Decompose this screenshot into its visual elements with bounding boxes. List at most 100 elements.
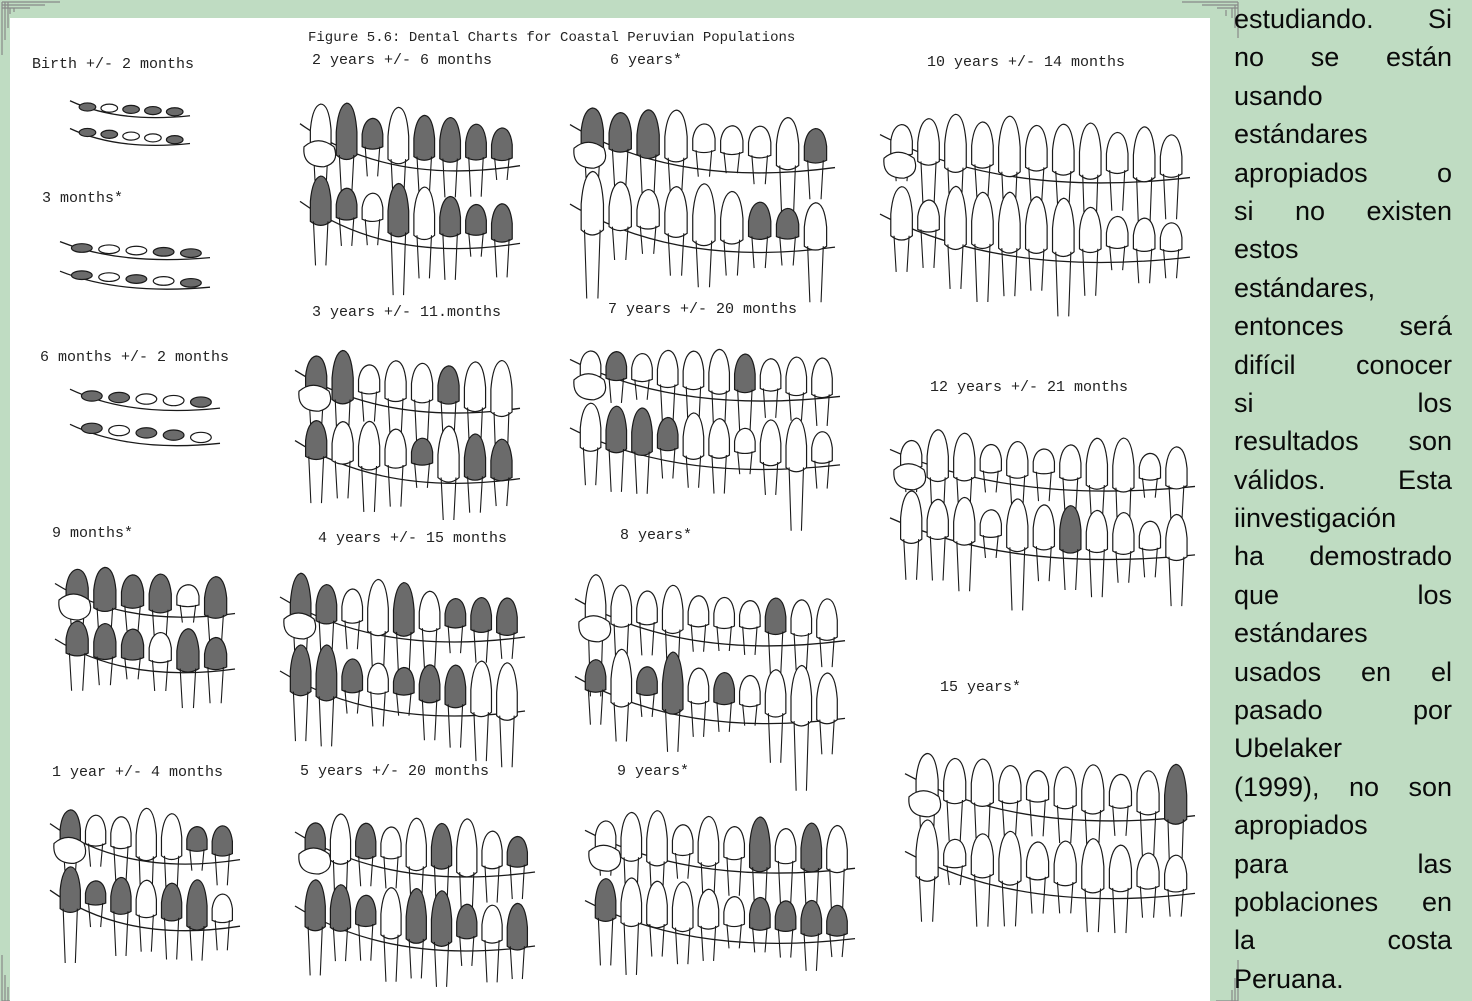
- developing-molar: [574, 142, 606, 168]
- tooth-crown: [698, 816, 719, 866]
- tooth-root: [1085, 888, 1100, 932]
- tooth-crown: [637, 667, 658, 696]
- developing-molar: [299, 385, 331, 411]
- tooth-crown: [356, 823, 376, 859]
- tooth-crown: [827, 905, 848, 936]
- tooth-crown: [507, 903, 527, 950]
- tooth-root: [448, 626, 462, 654]
- tooth-crown: [791, 666, 812, 726]
- tooth-root: [474, 712, 488, 761]
- tooth-root: [609, 449, 623, 492]
- tooth-root: [727, 924, 741, 948]
- tooth: [153, 277, 174, 286]
- tooth-root: [701, 926, 715, 961]
- tooth-crown: [980, 444, 1001, 472]
- tooth-crown: [149, 574, 171, 613]
- tooth-crown: [775, 829, 796, 864]
- tooth-crown: [944, 839, 966, 867]
- tooth-root: [1063, 549, 1078, 590]
- tooth-crown: [827, 826, 848, 873]
- tooth-crown: [812, 432, 833, 464]
- tooth-crown: [791, 600, 812, 636]
- tooth-crown: [406, 818, 426, 870]
- tooth-root: [1030, 799, 1045, 836]
- tooth-root: [820, 637, 834, 667]
- dental-chart: [70, 101, 190, 146]
- tooth: [126, 275, 147, 284]
- tooth-crown: [471, 661, 492, 717]
- tooth-crown: [445, 599, 466, 628]
- tooth-crown: [330, 814, 350, 864]
- tooth-crown: [419, 665, 440, 703]
- tooth-root: [612, 227, 628, 260]
- tooth-root: [384, 856, 398, 888]
- tooth-root: [1010, 547, 1025, 610]
- tooth-crown: [688, 596, 709, 627]
- tooth-crown: [1160, 135, 1182, 178]
- dental-chart: [50, 808, 240, 963]
- tooth-crown: [647, 881, 668, 928]
- tooth-root: [365, 147, 379, 177]
- tooth-root: [743, 626, 757, 654]
- tooth-root: [409, 939, 423, 979]
- developing-molar: [284, 613, 316, 639]
- tooth-root: [598, 918, 612, 966]
- tooth-root: [743, 704, 757, 726]
- tooth-crown: [609, 113, 631, 152]
- body-text-line: (1999), no son: [1234, 768, 1452, 806]
- tooth-crown: [497, 663, 518, 720]
- tooth-crown: [683, 413, 704, 459]
- tooth-crown: [440, 118, 461, 163]
- tooth-crown: [901, 491, 922, 543]
- tooth-crown: [212, 894, 232, 923]
- tooth-crown: [954, 497, 975, 545]
- tooth-root: [794, 633, 808, 670]
- tooth-root: [510, 946, 524, 979]
- tooth-crown: [709, 349, 730, 394]
- tooth-root: [1168, 889, 1183, 917]
- tooth-crown: [362, 193, 383, 221]
- tooth: [181, 279, 202, 288]
- tooth-crown: [611, 649, 632, 707]
- tooth-crown: [393, 668, 414, 696]
- tooth-root: [69, 653, 85, 691]
- tooth-crown: [714, 673, 735, 705]
- tooth-crown: [482, 831, 502, 869]
- tooth-crown: [381, 827, 401, 859]
- tooth-root: [309, 456, 324, 503]
- tooth-crown: [438, 366, 459, 404]
- tooth-crown: [735, 354, 756, 393]
- body-text-line: estándares: [1234, 115, 1452, 153]
- dental-chart: [280, 573, 525, 767]
- tooth-root: [1140, 811, 1155, 858]
- tooth-root: [738, 451, 752, 474]
- tooth-crown: [632, 354, 653, 382]
- tooth-crown: [637, 110, 659, 159]
- tooth-crown: [750, 897, 771, 930]
- tooth-root: [89, 844, 103, 867]
- developing-molar: [299, 848, 331, 874]
- tooth-crown: [492, 204, 513, 242]
- tooth-crown: [359, 421, 380, 470]
- tooth-crown: [491, 361, 512, 417]
- tooth-root: [468, 476, 483, 512]
- tooth-crown: [698, 889, 719, 929]
- tooth-crown: [775, 901, 796, 931]
- tooth: [191, 432, 212, 442]
- tooth-root: [1110, 170, 1125, 211]
- tooth-crown: [205, 638, 227, 670]
- tooth: [126, 246, 147, 255]
- developing-molar: [589, 845, 621, 871]
- tooth-root: [180, 669, 196, 709]
- dental-chart: [890, 430, 1195, 611]
- tooth-crown: [740, 601, 761, 629]
- tooth-root: [1057, 805, 1072, 843]
- tooth-root: [948, 244, 963, 289]
- tooth-crown: [388, 107, 409, 163]
- tooth-crown: [999, 831, 1021, 885]
- tooth-crown: [177, 629, 199, 672]
- tooth-root: [640, 693, 654, 717]
- tooth-root: [345, 620, 359, 649]
- tooth-root: [830, 934, 844, 957]
- tooth-crown: [1166, 447, 1187, 489]
